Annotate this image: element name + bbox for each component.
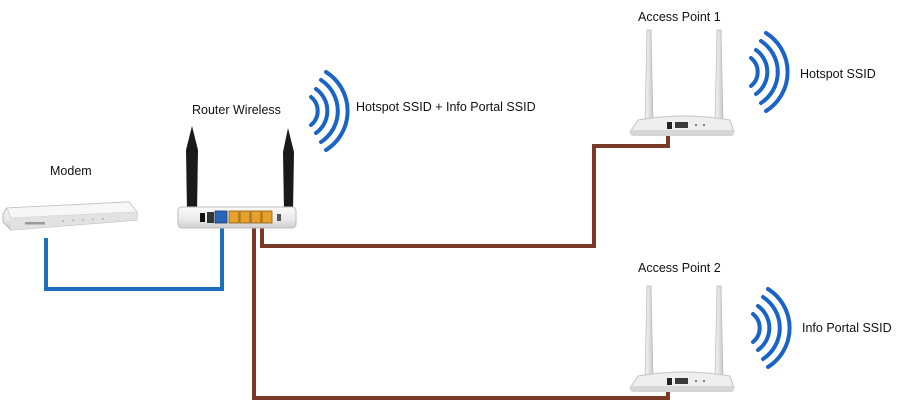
- cables: [44, 134, 670, 400]
- cable-router-ap2: [252, 226, 670, 400]
- ap1-ssid-label: Hotspot SSID: [800, 67, 876, 81]
- ap2-ssid-label: Info Portal SSID: [802, 321, 892, 335]
- cable-modem-router: [44, 226, 224, 291]
- modem-label: Modem: [50, 164, 92, 178]
- ap1-label: Access Point 1: [638, 10, 721, 24]
- modem-icon: [2, 201, 138, 231]
- access-point-icon: [629, 29, 735, 136]
- router-label: Router Wireless: [192, 103, 281, 117]
- wifi-signal-icon: [309, 70, 350, 152]
- router-ssid-label: Hotspot SSID + Info Portal SSID: [356, 100, 536, 114]
- access-point-icon: [629, 285, 735, 392]
- wifi-signal-icon: [751, 287, 792, 369]
- cable-router-ap1: [260, 134, 670, 248]
- router-icon: [177, 126, 297, 229]
- wifi-signal-icon: [749, 31, 790, 113]
- ap2-label: Access Point 2: [638, 261, 721, 275]
